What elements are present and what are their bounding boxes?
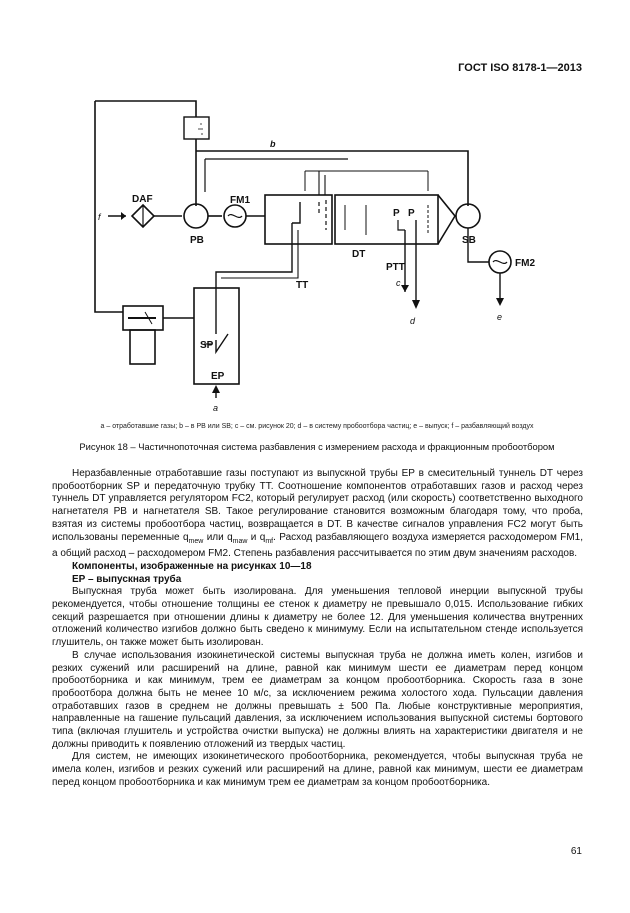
paragraph-3: В случае использования изокинетической с… xyxy=(52,649,583,750)
page-header: ГОСТ ISO 8178-1—2013 xyxy=(458,62,582,74)
schematic-diagram: f DAF PB FM1 b TT DT P P PTT c d SB FM2 … xyxy=(94,100,535,413)
body-text: Неразбавленные отработавшие газы поступа… xyxy=(52,468,583,790)
label-f: f xyxy=(98,212,102,222)
exhaust-pipe-ep xyxy=(193,287,240,385)
section-heading: Компоненты, изображенные на рисунках 10—… xyxy=(72,560,312,572)
label-p2: P xyxy=(408,208,415,219)
label-b: b xyxy=(270,139,276,149)
label-daf: DAF xyxy=(132,194,153,205)
label-fm1: FM1 xyxy=(230,195,250,206)
label-sb: SB xyxy=(462,235,476,246)
label-p1: P xyxy=(393,208,400,219)
control-box-top xyxy=(183,116,210,140)
top-line xyxy=(95,100,197,117)
label-sp: SP xyxy=(200,340,214,351)
figure-caption: Рисунок 18 – Частичнопоточная система ра… xyxy=(79,441,555,452)
pb-blower xyxy=(183,203,209,229)
paragraph-2: Выпускная труба может быть изолирована. … xyxy=(52,586,583,649)
label-e: e xyxy=(497,312,502,322)
label-ptt: PTT xyxy=(386,262,405,273)
paragraph-1: Неразбавленные отработавшие газы поступа… xyxy=(52,468,584,560)
subsection-heading: EP – выпускная труба xyxy=(72,573,182,585)
return-line xyxy=(94,101,123,313)
label-c: c xyxy=(396,278,401,288)
label-dt: DT xyxy=(352,249,365,260)
page-number: 61 xyxy=(570,846,582,857)
label-fm2: FM2 xyxy=(515,258,535,269)
paragraph-4: Для систем, не имеющих изокинетического … xyxy=(52,751,583,788)
label-d: d xyxy=(410,316,416,326)
transfer-tube xyxy=(215,223,293,334)
label-tt: TT xyxy=(296,280,308,291)
label-ep: EP xyxy=(211,371,225,382)
label-pb: PB xyxy=(190,235,204,246)
sb-blower xyxy=(455,203,481,229)
label-a: a xyxy=(213,403,218,413)
figure-legend: a – отработавшие газы; b – в PB или SB; … xyxy=(100,423,534,430)
